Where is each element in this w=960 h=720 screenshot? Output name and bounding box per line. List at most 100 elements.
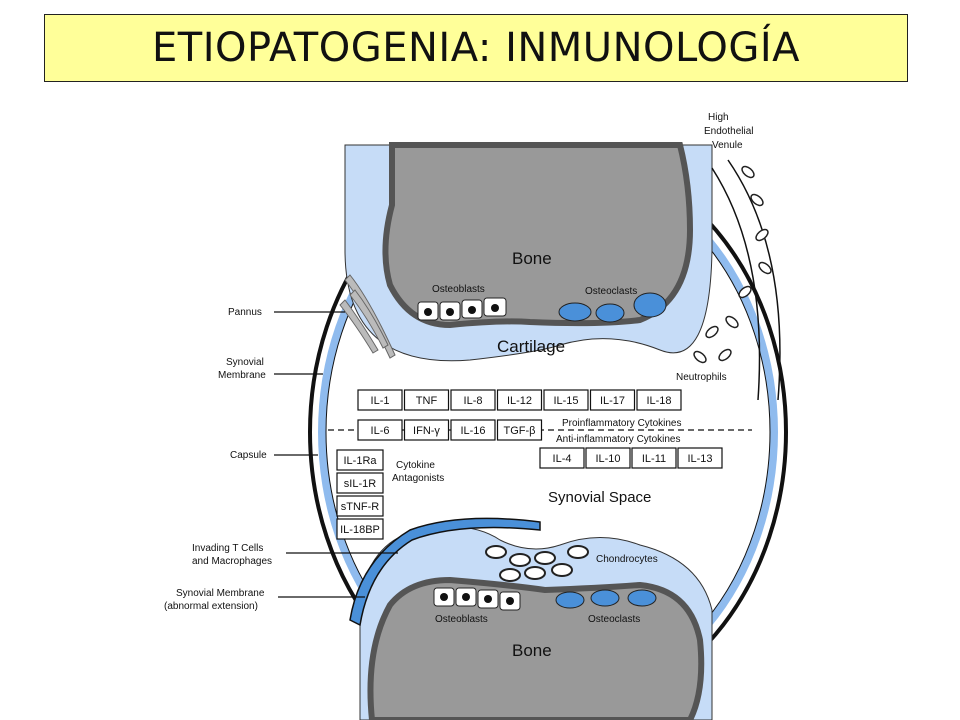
cytokine-label: TNF xyxy=(416,395,438,407)
label-osteoblasts-bottom: Osteoblasts xyxy=(435,614,488,625)
cytokine-box-frame xyxy=(403,389,450,411)
title-box: ETIOPATOGENIA: INMUNOLOGÍA xyxy=(44,14,908,82)
cytokine-label: IL-17 xyxy=(600,395,625,407)
cytokine-box-frame xyxy=(336,518,384,540)
cytokine-box-frame xyxy=(543,389,589,411)
cytokine-box: IL-1 xyxy=(357,389,403,411)
cytokine-box: IL-1Ra xyxy=(336,449,384,471)
cytokine-label: sTNF-R xyxy=(341,501,380,513)
cytokine-box: IL-15 xyxy=(543,389,589,411)
cytokine-label: IL-15 xyxy=(553,395,578,407)
label-invading-2: and Macrophages xyxy=(192,556,272,567)
osteoclasts-bottom-cells xyxy=(555,589,657,609)
label-cartilage: Cartilage xyxy=(497,337,565,356)
osteoclasts-top-cells xyxy=(558,292,667,323)
cytokine-box-frame xyxy=(589,389,636,411)
venule-wall-inner xyxy=(711,167,761,401)
cytokine-box: IL-18 xyxy=(636,389,682,411)
cytokine-box: sIL-1R xyxy=(336,472,384,494)
cytokine-box: sTNF-R xyxy=(336,495,384,517)
cytokine-box: TNF xyxy=(403,389,450,411)
cytokine-box: IL-6 xyxy=(357,419,403,441)
cytokine-label: IL-8 xyxy=(464,395,483,407)
cytokine-label: IL-11 xyxy=(642,453,666,465)
cytokine-label: IL-12 xyxy=(507,395,532,407)
cytokine-box: IL-12 xyxy=(496,389,543,411)
cytokine-box-frame xyxy=(496,389,543,411)
label-osteoblasts-top: Osteoblasts xyxy=(432,284,485,295)
cytokine-box-frame xyxy=(677,447,723,469)
cytokine-box: TGF-β xyxy=(496,419,543,441)
pointer-lines xyxy=(274,311,398,598)
bone-bottom xyxy=(367,576,705,720)
cytokine-label: IL-6 xyxy=(371,425,390,437)
osteoblasts-bottom-cells xyxy=(433,587,521,611)
bone-top xyxy=(382,142,694,329)
label-antagonists-1: Cytokine xyxy=(396,460,435,471)
cytokine-box: IL-10 xyxy=(585,447,631,469)
label-synovial-membrane-1: Synovial xyxy=(226,357,264,368)
cytokine-box-frame xyxy=(636,389,682,411)
cytokine-box: IFN-γ xyxy=(403,419,450,441)
label-venule-3: Venule xyxy=(712,140,743,151)
cytokine-box: IL-8 xyxy=(450,389,496,411)
cytokine-box: IL-13 xyxy=(677,447,723,469)
cytokine-label: IL-13 xyxy=(687,453,712,465)
label-synovial-membrane-2: Membrane xyxy=(218,370,266,381)
cytokine-box-frame xyxy=(357,419,403,441)
cytokine-label: TGF-β xyxy=(504,425,536,437)
cytokine-label: sIL-1R xyxy=(344,478,376,490)
cytokine-box-frame xyxy=(450,419,496,441)
osteoblasts-top-cells xyxy=(417,297,507,321)
pannus-fibers xyxy=(339,274,396,359)
cytokine-box-frame xyxy=(336,449,384,471)
cytokine-box: IL-18BP xyxy=(336,518,384,540)
cytokine-box-frame xyxy=(357,389,403,411)
antiinflammatory-row: IL-4 IL-10 IL-11 IL-13 xyxy=(539,447,723,469)
label-osteoclasts-bottom: Osteoclasts xyxy=(588,614,640,625)
cytokine-box-frame xyxy=(336,472,384,494)
venule-cells xyxy=(693,165,772,364)
cytokine-box-frame xyxy=(539,447,585,469)
cytokine-box: IL-11 xyxy=(631,447,677,469)
page-title: ETIOPATOGENIA: INMUNOLOGÍA xyxy=(152,25,800,71)
cytokine-box-frame xyxy=(585,447,631,469)
cytokine-box: IL-17 xyxy=(589,389,636,411)
antagonists-column: IL-1Ra sIL-1R sTNF-R IL-18BP xyxy=(336,449,384,540)
label-osteoclasts-top: Osteoclasts xyxy=(585,286,637,297)
label-abnormal-1: Synovial Membrane xyxy=(176,588,265,599)
cytokine-label: IL-1Ra xyxy=(343,455,377,467)
cytokine-label: IL-18BP xyxy=(340,524,380,536)
cytokine-label: IL-16 xyxy=(460,425,485,437)
venule-wall-outer xyxy=(727,159,781,401)
label-venule-2: Endothelial xyxy=(704,126,753,137)
cytokine-box-frame xyxy=(336,495,384,517)
label-capsule: Capsule xyxy=(230,450,267,461)
cytokine-box-frame xyxy=(631,447,677,469)
label-synovial-space: Synovial Space xyxy=(548,489,651,506)
proinflammatory-row1: IL-1 TNF IL-8 IL-12 IL-15 IL-17 IL-18 xyxy=(357,389,682,411)
label-invading-1: Invading T Cells xyxy=(192,543,263,554)
label-pannus: Pannus xyxy=(228,307,262,318)
label-bone-bottom: Bone xyxy=(512,641,552,660)
cytokine-label: IL-10 xyxy=(595,453,620,465)
label-antiinflammatory: Anti-inflammatory Cytokines xyxy=(556,434,680,445)
cytokine-box: IL-4 xyxy=(539,447,585,469)
proinflammatory-row2: IL-6 IFN-γ IL-16 TGF-β xyxy=(357,419,543,441)
label-proinflammatory: Proinflammatory Cytokines xyxy=(562,418,681,429)
cytokine-label: IL-18 xyxy=(646,395,671,407)
cytokine-box-frame xyxy=(496,419,543,441)
cytokine-box-frame xyxy=(450,389,496,411)
cytokine-box: IL-16 xyxy=(450,419,496,441)
chondrocyte-cells xyxy=(485,545,589,582)
label-abnormal-2: (abnormal extension) xyxy=(164,601,258,612)
cytokine-label: IL-1 xyxy=(371,395,390,407)
label-bone-top: Bone xyxy=(512,249,552,268)
label-chondrocytes: Chondrocytes xyxy=(596,554,658,565)
invading-cells-layer xyxy=(349,517,541,627)
label-neutrophils: Neutrophils xyxy=(676,372,727,383)
cytokine-label: IL-4 xyxy=(553,453,572,465)
cytokine-box-frame xyxy=(403,419,450,441)
label-antagonists-2: Antagonists xyxy=(392,473,444,484)
